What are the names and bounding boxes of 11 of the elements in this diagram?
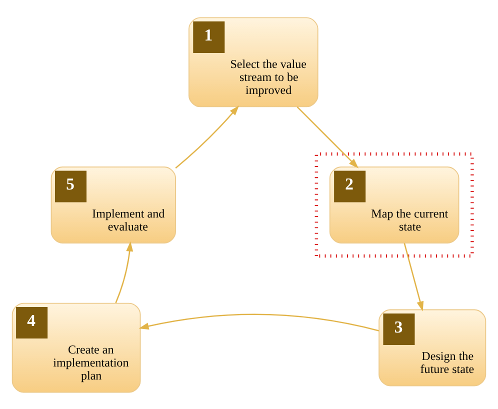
arrow: [296, 106, 359, 168]
arrow: [175, 104, 240, 168]
node-box: 5 Implement and evaluate: [50, 166, 176, 243]
node-box: 2 Map the current state: [329, 166, 460, 243]
arrow: [404, 242, 424, 311]
arrow: [115, 240, 134, 303]
arrow: [138, 313, 379, 331]
node-box: 1 Select the value stream to be improved: [188, 16, 318, 107]
node-box: 3 Design the future state: [378, 308, 486, 386]
node-box: 4 Create an implementation plan: [12, 302, 141, 392]
cluster: [314, 152, 474, 258]
